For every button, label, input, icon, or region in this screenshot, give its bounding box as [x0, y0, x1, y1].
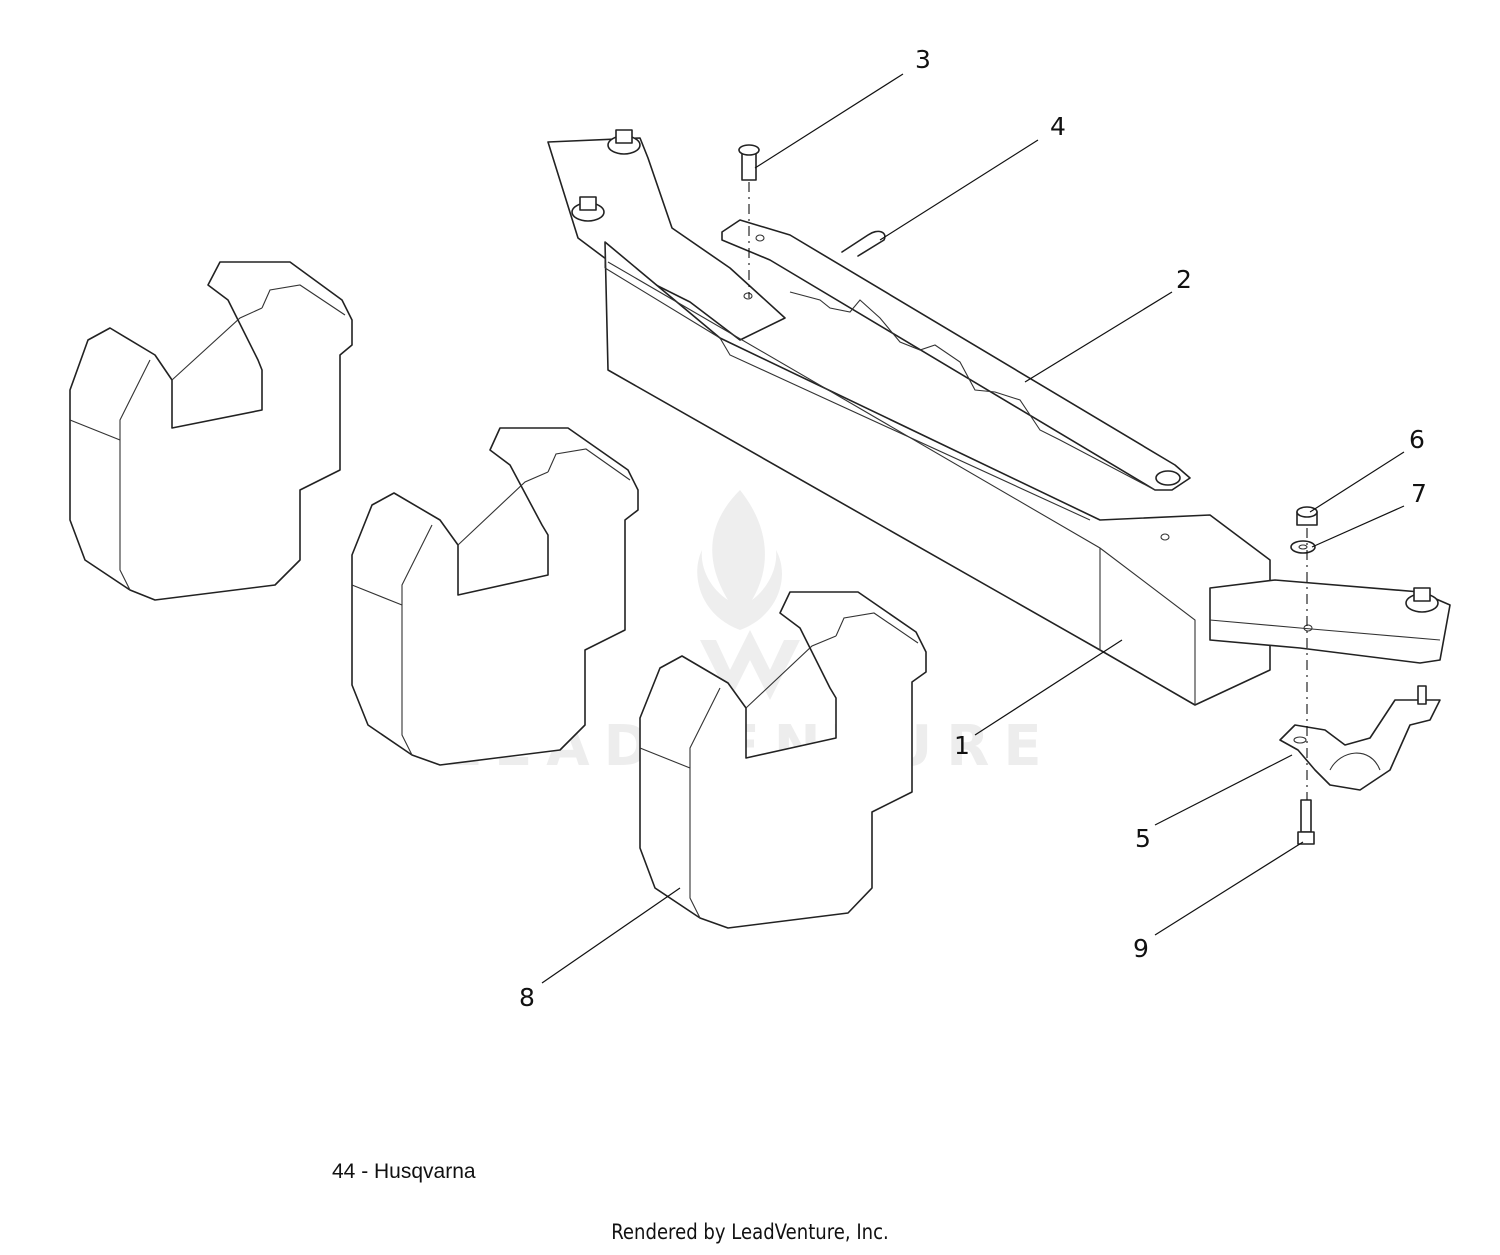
suitcase-weight-1 — [69, 261, 353, 601]
bolt-head-icon — [571, 129, 1439, 613]
part-9-bolt — [1297, 799, 1315, 845]
part-3-pin — [738, 144, 760, 181]
callout-9: 9 — [1133, 934, 1149, 963]
callout-numbers: 3 4 2 6 7 1 5 9 8 — [519, 45, 1427, 1012]
part-2-slotted-bar — [721, 219, 1191, 491]
callout-3: 3 — [915, 45, 931, 74]
callout-7: 7 — [1411, 479, 1427, 508]
callout-2: 2 — [1176, 265, 1192, 294]
part-8-suitcase-weight-3 — [639, 591, 927, 929]
callout-6: 6 — [1409, 425, 1425, 454]
assembly-axis-lines — [748, 182, 1308, 800]
part-1-weight-bracket — [547, 129, 1451, 706]
part-7-washer — [1290, 540, 1316, 554]
callout-8: 8 — [519, 983, 535, 1012]
footer-credit: Rendered by LeadVenture, Inc. — [611, 1220, 889, 1244]
part-4-hair-pin-clip — [841, 230, 886, 257]
page-label: 44 - Husqvarna — [332, 1160, 476, 1183]
callout-4: 4 — [1050, 112, 1066, 141]
part-5-hook-bracket — [1279, 685, 1441, 791]
flame-logo-icon — [697, 490, 800, 700]
callout-5: 5 — [1135, 824, 1151, 853]
part-6-nut — [1296, 506, 1318, 526]
callout-1: 1 — [954, 731, 970, 760]
suitcase-weight-2 — [351, 427, 639, 766]
callout-leader-lines — [541, 73, 1405, 984]
